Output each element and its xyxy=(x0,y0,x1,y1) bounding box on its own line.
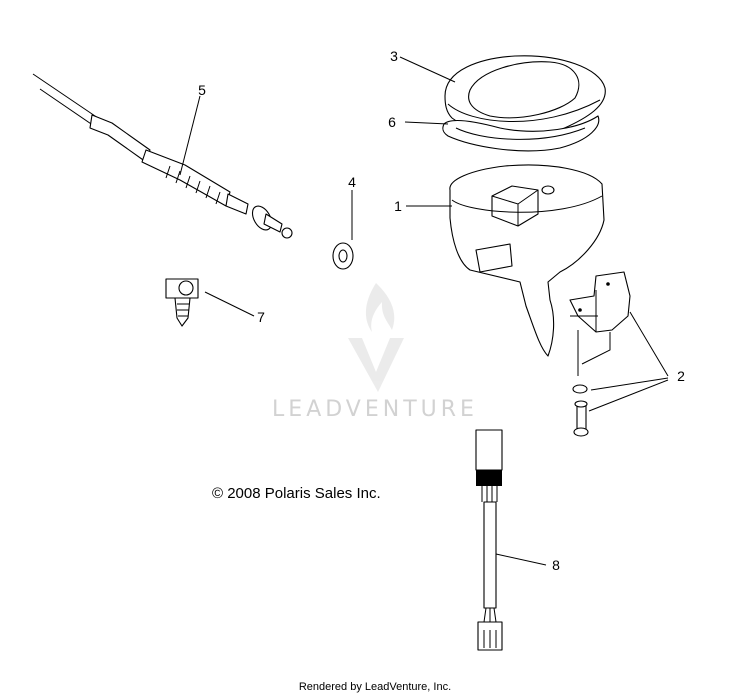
callout-8: 8 xyxy=(552,557,560,573)
callout-1: 1 xyxy=(394,198,402,214)
mount-clamp-part-2 xyxy=(569,271,631,437)
throttle-cable xyxy=(32,73,293,239)
callout-6: 6 xyxy=(388,114,396,130)
callout-2: 2 xyxy=(677,368,685,384)
callout-5: 5 xyxy=(198,82,206,98)
callout-labels: 5 3 6 4 1 7 2 8 xyxy=(198,48,685,573)
housing-cover-part-3 xyxy=(444,55,606,135)
wiring-harness-part-8 xyxy=(475,429,503,651)
callout-7: 7 xyxy=(257,309,265,325)
leadventure-watermark: LEADVENTURE xyxy=(272,283,478,422)
bracket-part-7 xyxy=(165,278,199,327)
washer-part-4 xyxy=(332,242,354,270)
leader-lines xyxy=(179,56,669,566)
gasket-part-6 xyxy=(442,115,600,152)
watermark-text: LEADVENTURE xyxy=(272,397,478,422)
rendered-by-footer: Rendered by LeadVenture, Inc. xyxy=(298,681,452,693)
callout-3: 3 xyxy=(390,48,398,64)
callout-4: 4 xyxy=(348,174,356,190)
switch-housing-part-1 xyxy=(449,164,605,357)
copyright-text: © 2008 Polaris Sales Inc. xyxy=(212,485,381,502)
leadventure-logo xyxy=(348,283,404,392)
